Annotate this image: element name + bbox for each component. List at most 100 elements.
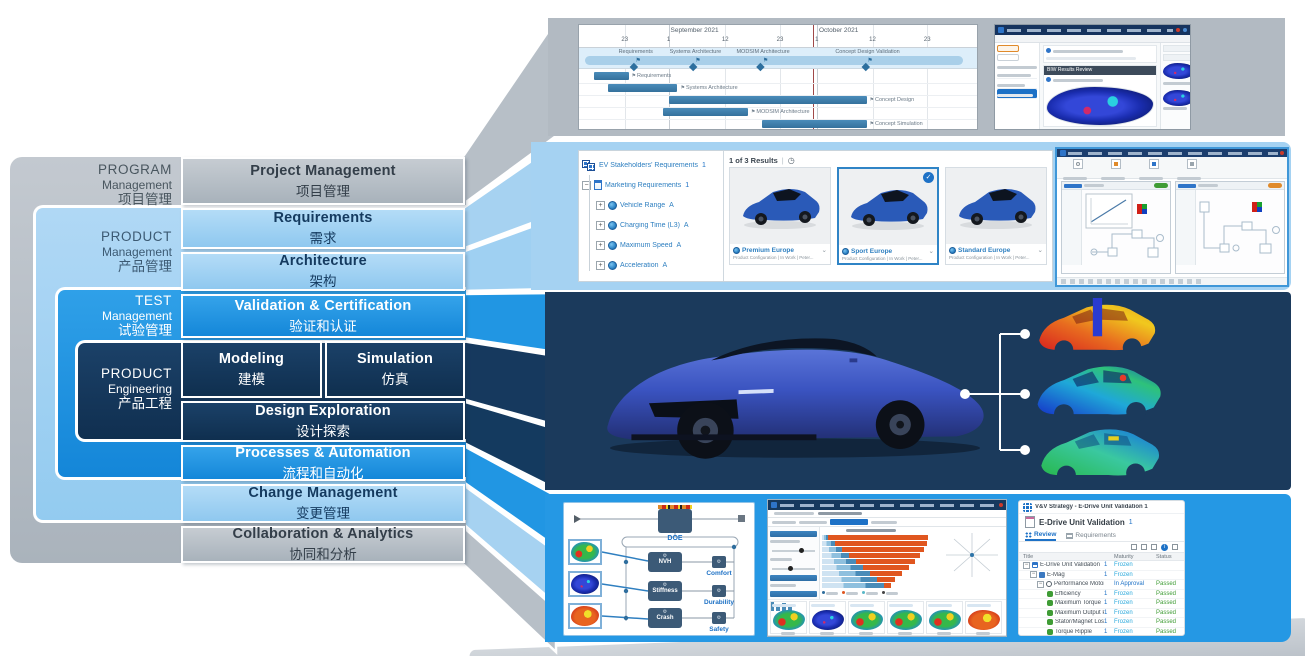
expand-toggle[interactable]: + (596, 220, 605, 230)
conversations-sidebar[interactable] (995, 43, 1040, 129)
filter-panel[interactable] (768, 527, 820, 611)
fea-thumbnail[interactable] (1163, 63, 1190, 79)
task-bar-modsim-architecture[interactable] (662, 108, 749, 116)
tree-item-charging-time[interactable]: + Charging Time (L3) A (582, 215, 720, 235)
tradeoff-bar-chart[interactable] (822, 529, 934, 595)
tool-group[interactable] (1101, 159, 1131, 181)
alternative-thumbnail[interactable] (887, 601, 924, 636)
tab-review[interactable]: Review (1025, 530, 1057, 541)
view-toolbar[interactable] (768, 518, 1006, 527)
chevron-down-icon[interactable]: ⌄ (821, 247, 827, 254)
conversation-item-active[interactable] (997, 89, 1037, 100)
table-row[interactable]: Stator/Magnet Losses 1 Frozen Passed (1019, 618, 1184, 628)
conversation-item[interactable] (997, 79, 1037, 90)
collapse-toggle[interactable]: − (1037, 580, 1044, 588)
crash-mesh-thumbnail[interactable] (568, 603, 602, 629)
doe-block[interactable] (658, 509, 692, 533)
search-placeholder[interactable] (997, 66, 1037, 69)
chevron-down-icon[interactable]: ⌄ (1037, 247, 1043, 254)
run-button[interactable] (1268, 183, 1282, 188)
active-view-chip[interactable] (830, 519, 868, 525)
alternatives-strip[interactable] (768, 599, 1006, 636)
tab-strip[interactable] (768, 510, 1006, 518)
vnv-strategy-screenshot[interactable]: V&V Strategy - E-Drive Unit Validation 1… (1018, 500, 1185, 636)
collapse-toggle[interactable]: − (582, 180, 591, 190)
gantt-panel[interactable]: September 2021 October 2021 23 1 12 23 1… (578, 24, 978, 130)
model-window-1[interactable] (1061, 181, 1171, 274)
chevron-down-icon[interactable]: ⌄ (928, 248, 934, 255)
collaboration-screenshot[interactable]: BIW Results Review (994, 24, 1191, 130)
config-card-sport-europe-selected[interactable]: ✓ Sport Europe ⌄ Product Configuration |… (837, 167, 939, 265)
expand-toggle[interactable]: + (596, 260, 605, 270)
stiffness-mesh-thumbnail[interactable] (568, 571, 602, 597)
nvh-block[interactable]: ⚙NVH (648, 552, 682, 572)
post-card-results-review[interactable]: BIW Results Review (1043, 65, 1157, 127)
results-analytics-screenshot[interactable] (767, 499, 1007, 637)
comfort-block[interactable]: ⚙ (712, 556, 726, 568)
section-header[interactable] (1163, 45, 1190, 52)
collapse-toggle[interactable]: − (1023, 561, 1030, 569)
task-bar-concept-simulation[interactable] (762, 120, 867, 128)
fea-result-image[interactable] (1046, 86, 1154, 126)
radar-chart[interactable] (940, 529, 1004, 587)
table-row[interactable]: − E-Drive Unit Validation 1 Frozen (1019, 561, 1184, 571)
alternative-thumbnail[interactable] (809, 601, 846, 636)
milestone-systems-architecture[interactable]: Systems Architecture ⚑ (670, 49, 721, 75)
tool-group[interactable] (1063, 159, 1093, 181)
system-modeling-screenshot[interactable] (1055, 147, 1289, 287)
tab-chip[interactable] (997, 45, 1019, 52)
table-row[interactable]: Torque Ripple 1 Frozen Passed (1019, 628, 1184, 636)
model-tree[interactable] (1062, 190, 1082, 265)
table-row[interactable]: − E-Mag 1 Frozen (1019, 571, 1184, 580)
tab-requirements[interactable]: Requirements (1066, 530, 1116, 541)
tab-chip[interactable] (997, 54, 1019, 61)
clock-icon[interactable]: ◷ (787, 156, 795, 165)
bottom-toolbar[interactable] (1057, 277, 1287, 285)
doe-process-screenshot[interactable]: DOE ⚙NVH ⚙Stiffness ⚙Crash ⚙ ⚙ ⚙ Comfort… (563, 502, 755, 636)
collapse-toggle[interactable]: − (1030, 571, 1037, 579)
tree-item-acceleration[interactable]: + Acceleration A (582, 255, 720, 275)
nvh-mesh-thumbnail[interactable] (568, 539, 602, 565)
model-window-2[interactable] (1175, 181, 1285, 274)
section-header[interactable] (1163, 54, 1190, 61)
run-button[interactable] (1154, 183, 1168, 188)
schematic-canvas[interactable] (1196, 190, 1284, 265)
milestone-requirements[interactable]: Requirements ⚑ (619, 49, 653, 75)
schematic-canvas[interactable] (1082, 190, 1170, 265)
task-bar-concept-design[interactable] (668, 96, 867, 104)
tree-root-row[interactable]: EV Stakeholders' Requirements 1 (582, 155, 720, 175)
alternative-thumbnail[interactable] (965, 601, 1002, 636)
tree-item-maximum-speed[interactable]: + Maximum Speed A (582, 235, 720, 255)
tree-parent-row[interactable]: − Marketing Requirements 1 (582, 175, 720, 195)
table-row[interactable]: Maximum Output Power 1 Frozen Passed (1019, 609, 1184, 618)
range-slider[interactable] (772, 566, 815, 571)
table-row[interactable]: − Performance Motor In Approval Passed (1019, 580, 1184, 590)
config-card-standard-europe[interactable]: Standard Europe ⌄ Product Configuration … (945, 167, 1047, 265)
tool-group[interactable] (1139, 159, 1169, 181)
alternative-thumbnail[interactable] (770, 601, 807, 636)
fea-thumbnail[interactable] (1163, 90, 1190, 106)
task-bar-requirements[interactable] (593, 72, 629, 80)
post-card[interactable] (1043, 45, 1157, 63)
expand-toggle[interactable]: + (596, 240, 605, 250)
tool-group[interactable] (1177, 159, 1207, 181)
export-icon[interactable] (1141, 544, 1147, 550)
cut-icon[interactable] (1151, 544, 1157, 550)
milestone-modsim-architecture[interactable]: MODSIM Architecture ⚑ (736, 49, 790, 75)
expand-toggle[interactable]: + (596, 200, 605, 210)
safety-block[interactable]: ⚙ (712, 612, 726, 624)
delete-icon[interactable] (1131, 544, 1137, 550)
durability-block[interactable]: ⚙ (712, 585, 726, 597)
crash-block[interactable]: ⚙Crash (648, 608, 682, 628)
table-row[interactable]: Efficiency 1 Frozen Passed (1019, 590, 1184, 599)
